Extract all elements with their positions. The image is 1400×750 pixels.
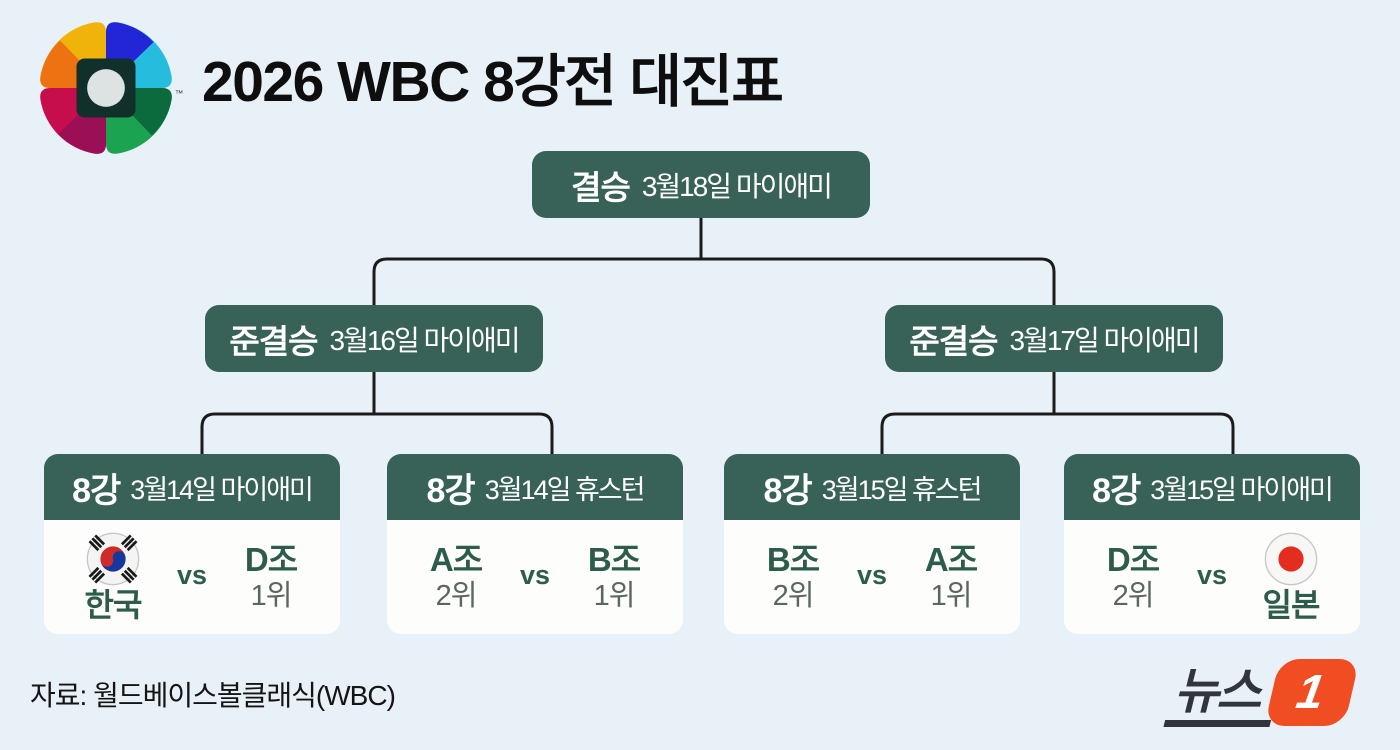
qf-round-label: 8강 bbox=[763, 471, 813, 510]
wbc-logo-ball bbox=[87, 69, 125, 107]
quarterfinal-matchup: D조 2위 vs 일본 bbox=[1064, 520, 1360, 634]
semifinal-right-box: 준결승 3월17일 마이애미 bbox=[885, 305, 1223, 372]
semifinal-round-label: 준결승 bbox=[229, 322, 318, 360]
team-name: 일본 bbox=[1262, 586, 1321, 623]
semifinal-left-box: 준결승 3월16일 마이애미 bbox=[205, 305, 543, 372]
final-box: 결승 3월18일 마이애미 bbox=[532, 151, 870, 218]
seed-cell: D조 1위 bbox=[228, 541, 314, 613]
vs-label: vs bbox=[519, 559, 551, 590]
vs-label: vs bbox=[176, 559, 208, 590]
wbc-logo: ™ bbox=[24, 6, 188, 170]
seed-cell: A조 2위 bbox=[413, 541, 499, 613]
seed-rank: 1위 bbox=[930, 580, 973, 612]
team-cell-korea: 한국 bbox=[70, 532, 156, 623]
news1-logo-underbar bbox=[1163, 719, 1272, 727]
qf-date-venue: 3월14일 휴스턴 bbox=[484, 474, 646, 505]
seed-rank: 2위 bbox=[435, 580, 478, 612]
semifinal-round-label: 준결승 bbox=[909, 322, 998, 360]
quarterfinal-matchup: A조 2위 vs B조 1위 bbox=[387, 520, 683, 634]
quarterfinal-header: 8강 3월15일 휴스턴 bbox=[724, 454, 1020, 520]
seed-rank: 2위 bbox=[1112, 580, 1155, 612]
page-title: 2026 WBC 8강전 대진표 bbox=[202, 50, 784, 114]
seed-cell: D조 2위 bbox=[1090, 541, 1176, 613]
final-round-label: 결승 bbox=[571, 168, 631, 206]
japan-flag-icon bbox=[1264, 532, 1318, 586]
quarterfinal-header: 8강 3월15일 마이애미 bbox=[1064, 454, 1360, 520]
seed-rank: 1위 bbox=[593, 580, 636, 612]
quarterfinal-matchup: B조 2위 vs A조 1위 bbox=[724, 520, 1020, 634]
source-credit: 자료: 월드베이스볼클래식(WBC) bbox=[30, 680, 396, 711]
seed-cell: B조 1위 bbox=[571, 541, 657, 613]
seed-group: B조 bbox=[766, 541, 820, 578]
vs-label: vs bbox=[1196, 559, 1228, 590]
quarterfinal-box-3: 8강 3월15일 휴스턴 B조 2위 vs A조 1위 bbox=[724, 454, 1020, 634]
quarterfinal-box-2: 8강 3월14일 휴스턴 A조 2위 vs B조 1위 bbox=[387, 454, 683, 634]
quarterfinal-header: 8강 3월14일 마이애미 bbox=[44, 454, 340, 520]
news1-logo-one-block: 1 bbox=[1264, 658, 1360, 726]
news1-logo-one: 1 bbox=[1292, 665, 1328, 718]
quarterfinal-box-1: 8강 3월14일 마이애미 bbox=[44, 454, 340, 634]
qf-round-label: 8강 bbox=[426, 471, 476, 510]
seed-cell: B조 2위 bbox=[750, 541, 836, 613]
seed-rank: 1위 bbox=[250, 580, 293, 612]
team-name: 한국 bbox=[84, 586, 143, 623]
korea-flag-icon bbox=[86, 532, 140, 586]
qf-date-venue: 3월15일 마이애미 bbox=[1150, 474, 1334, 505]
quarterfinal-header: 8강 3월14일 휴스턴 bbox=[387, 454, 683, 520]
seed-group: A조 bbox=[429, 541, 483, 578]
seed-group: A조 bbox=[924, 541, 978, 578]
news1-logo: 뉴스 1 bbox=[1163, 650, 1370, 734]
seed-group: B조 bbox=[587, 541, 641, 578]
trademark-symbol: ™ bbox=[175, 89, 183, 98]
seed-cell: A조 1위 bbox=[908, 541, 994, 613]
seed-rank: 2위 bbox=[772, 580, 815, 612]
team-cell-japan: 일본 bbox=[1248, 532, 1334, 623]
qf-date-venue: 3월15일 휴스턴 bbox=[821, 474, 983, 505]
final-date-venue: 3월18일 마이애미 bbox=[641, 170, 833, 202]
quarterfinal-box-4: 8강 3월15일 마이애미 D조 2위 vs 일본 bbox=[1064, 454, 1360, 634]
seed-group: D조 bbox=[244, 541, 298, 578]
qf-date-venue: 3월14일 마이애미 bbox=[130, 474, 314, 505]
news1-logo-text: 뉴스 bbox=[1163, 665, 1272, 727]
seed-group: D조 bbox=[1106, 541, 1160, 578]
qf-round-label: 8강 bbox=[72, 471, 121, 510]
semifinal-date-venue: 3월17일 마이애미 bbox=[1009, 324, 1201, 356]
vs-label: vs bbox=[856, 559, 888, 590]
quarterfinal-matchup: 한국 vs D조 1위 bbox=[44, 520, 340, 634]
semifinal-date-venue: 3월16일 마이애미 bbox=[329, 324, 521, 356]
qf-round-label: 8강 bbox=[1092, 471, 1141, 510]
